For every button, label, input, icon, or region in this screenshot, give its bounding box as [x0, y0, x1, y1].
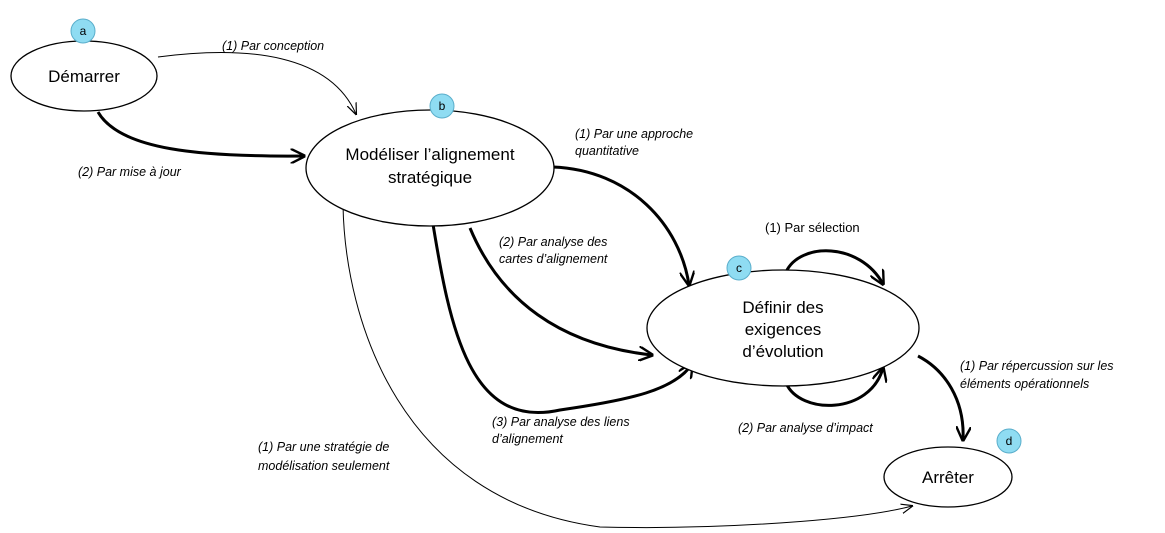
- label-repercussion-line1: (1) Par répercussion sur les: [960, 359, 1114, 373]
- badge-b-letter: b: [439, 99, 446, 113]
- label-impact: (2) Par analyse d’impact: [738, 421, 873, 435]
- node-start: Démarrer: [10, 40, 158, 112]
- node-define-label-line3: d’évolution: [742, 342, 823, 361]
- node-model-label-line2: stratégique: [388, 168, 472, 187]
- label-alignment-links-line1: (3) Par analyse des liens: [492, 415, 630, 429]
- badge-d: d: [996, 428, 1022, 454]
- badge-b: b: [429, 93, 455, 119]
- label-alignment-maps-line1: (2) Par analyse des: [499, 235, 607, 249]
- badge-d-letter: d: [1006, 434, 1013, 448]
- node-stop: Arrêter: [883, 446, 1013, 508]
- label-strategy-only-line1: (1) Par une stratégie de: [258, 440, 389, 454]
- badge-c-letter: c: [736, 261, 742, 275]
- node-define-label-line2: exigences: [745, 320, 822, 339]
- edge-by-update: [96, 111, 304, 156]
- node-stop-label: Arrêter: [922, 468, 974, 487]
- edge-by-design: [157, 52, 356, 114]
- label-by-update: (2) Par mise à jour: [78, 165, 182, 179]
- edge-selection-loop: [784, 249, 883, 284]
- edge-strategy-only: [342, 204, 912, 529]
- label-repercussion-line2: éléments opérationnels: [960, 377, 1089, 391]
- edge-impact-loop: [784, 368, 883, 407]
- badge-c: c: [726, 255, 752, 281]
- label-quantitative-line1: (1) Par une approche: [575, 127, 693, 141]
- label-selection: (1) Par sélection: [765, 220, 860, 235]
- node-define-label-line1: Définir des: [742, 298, 823, 317]
- badge-a-letter: a: [80, 24, 87, 38]
- label-strategy-only-line2: modélisation seulement: [258, 459, 390, 473]
- node-model-label-line1: Modéliser l’alignement: [345, 145, 514, 164]
- edge-alignment-links: [430, 217, 692, 414]
- edge-quantitative: [552, 165, 689, 285]
- node-define: Définir des exigences d’évolution: [646, 269, 920, 387]
- label-alignment-links-line2: d’alignement: [492, 432, 563, 446]
- label-by-design: (1) Par conception: [222, 39, 324, 53]
- label-alignment-maps-line2: cartes d’alignement: [499, 252, 608, 266]
- badge-a: a: [70, 18, 96, 44]
- edge-alignment-maps: [468, 227, 652, 355]
- label-quantitative-line2: quantitative: [575, 144, 639, 158]
- node-start-label: Démarrer: [48, 67, 120, 86]
- node-model: Modéliser l’alignement stratégique: [305, 109, 555, 227]
- edge-repercussion: [917, 354, 963, 440]
